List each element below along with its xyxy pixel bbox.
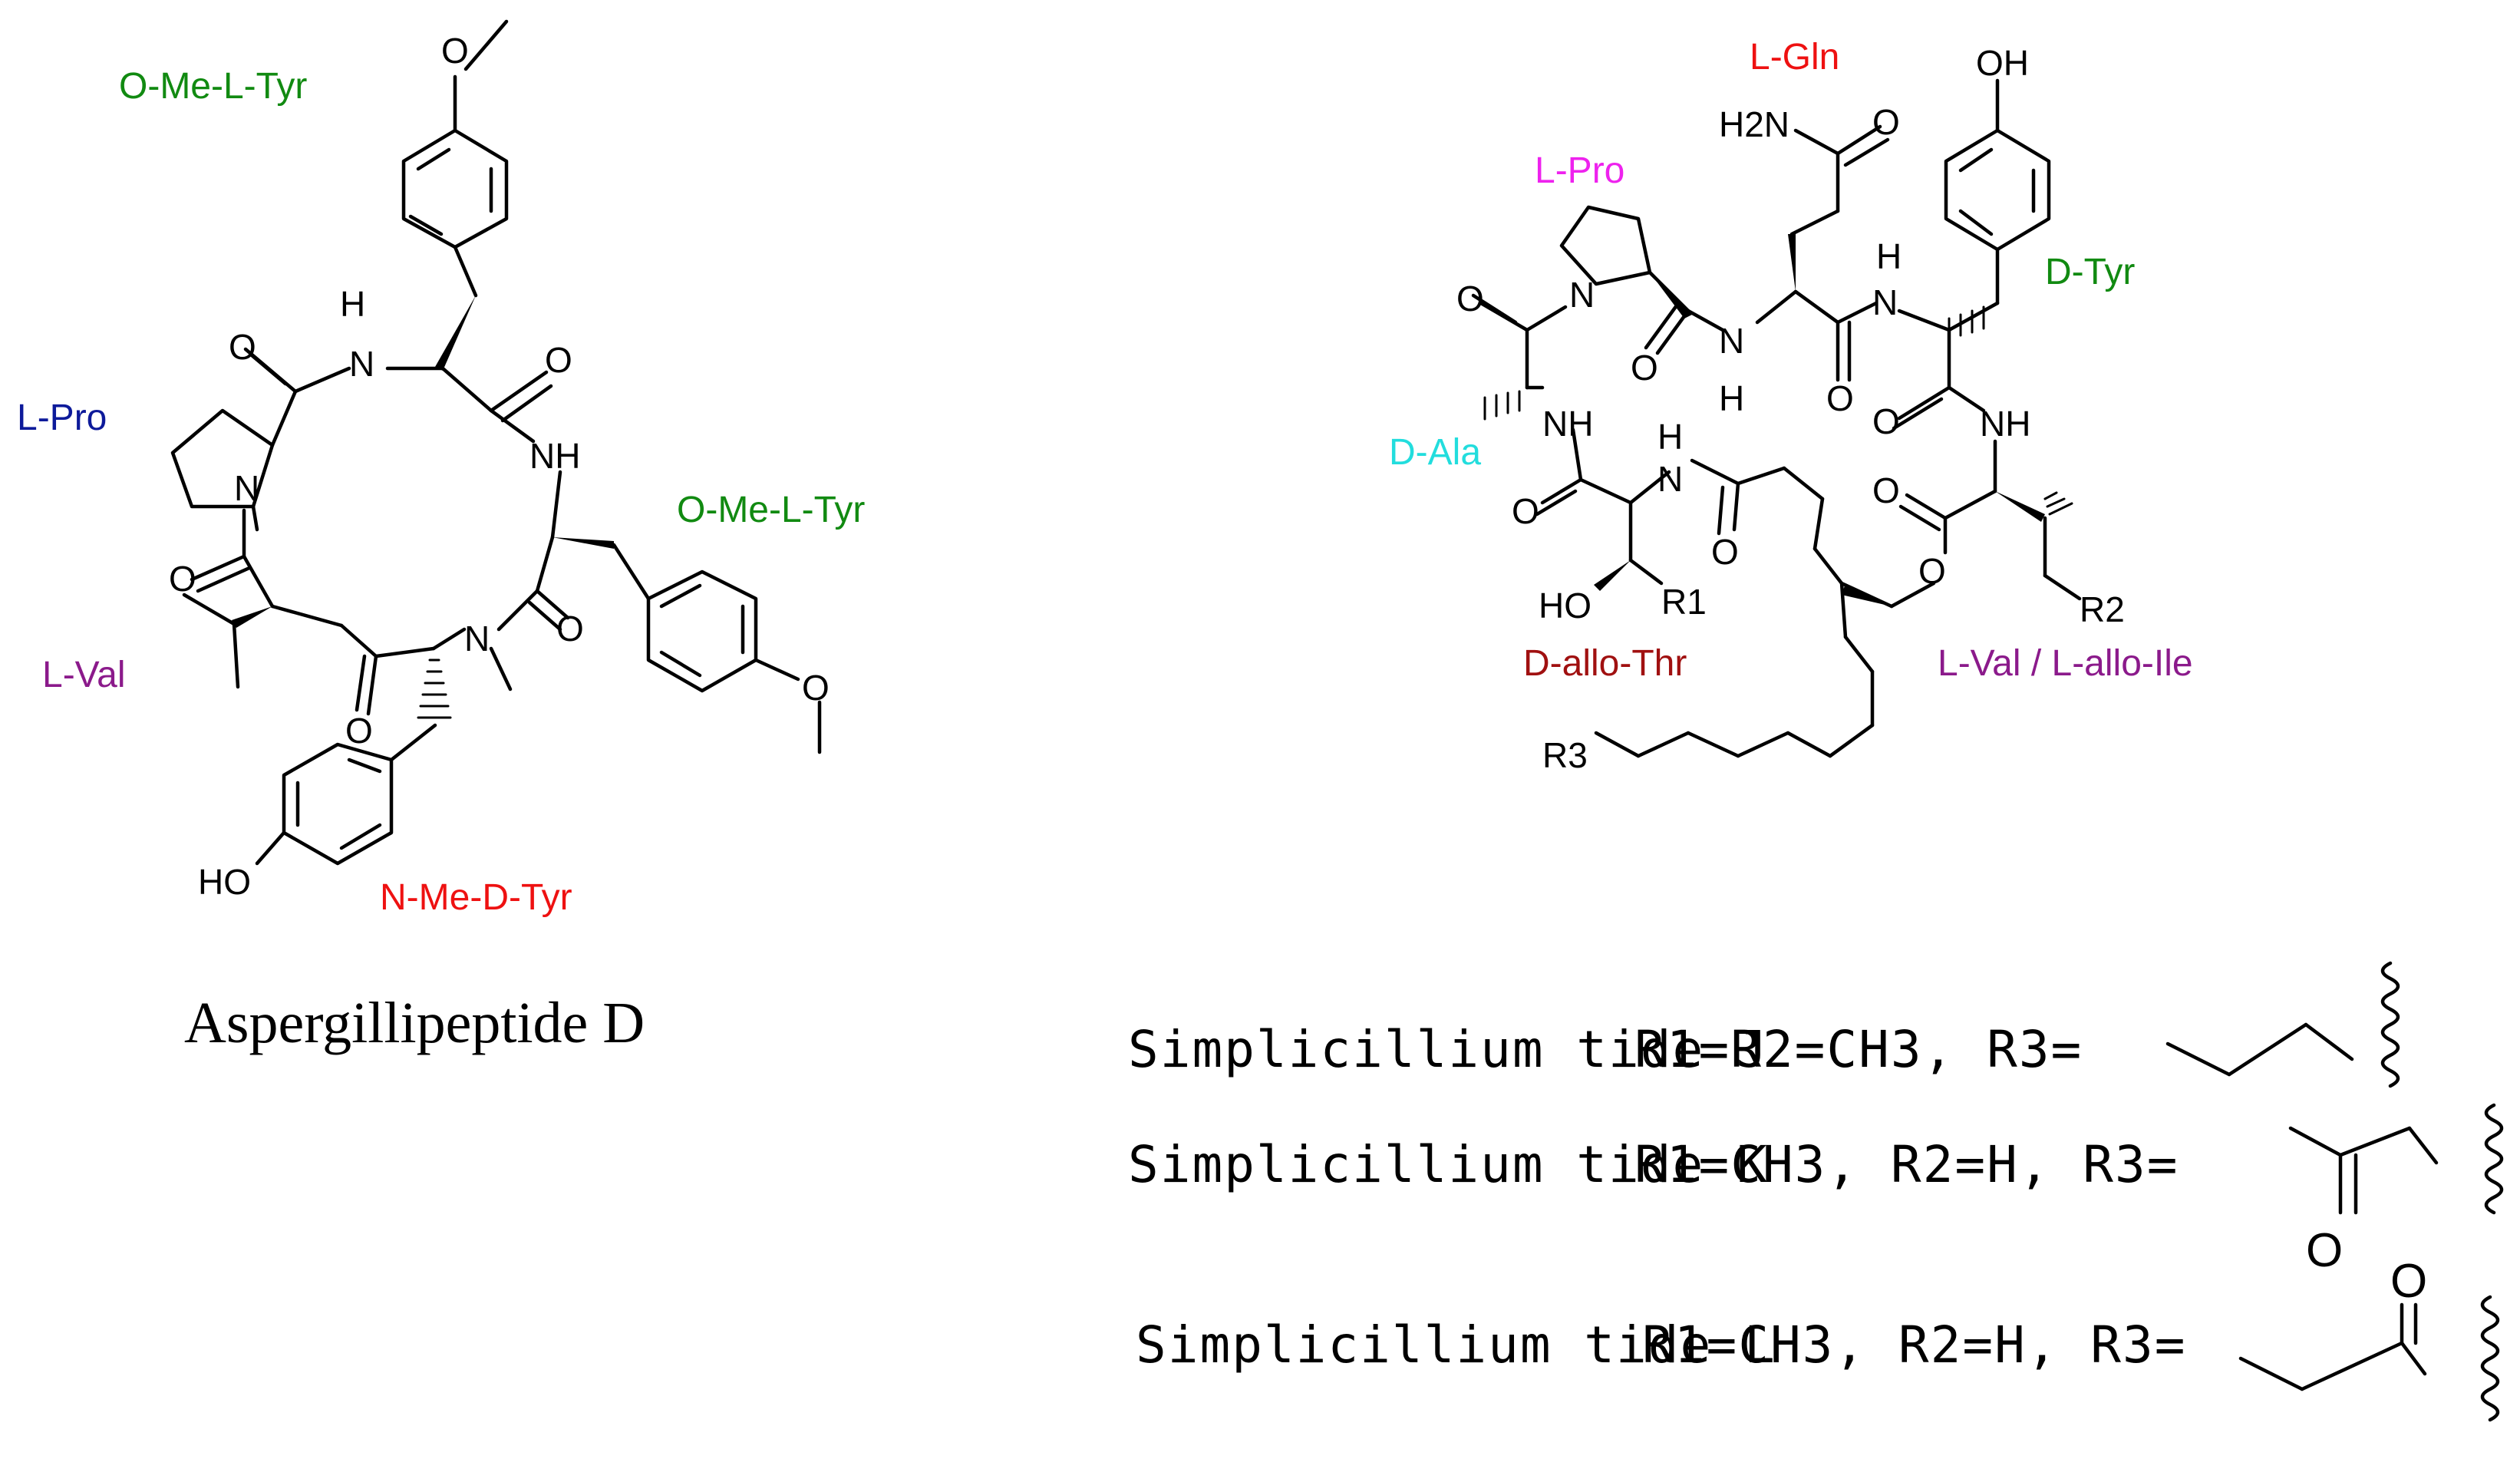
atom-o: O <box>1711 532 1739 572</box>
aspergillipeptide-d-residue-labels: O-Me-L-Tyr L-Pro O-Me-L-Tyr L-Val N-Me-D… <box>17 66 865 918</box>
residue-label-o-me-l-tyr-right: O-Me-L-Tyr <box>677 490 865 530</box>
atom-o: O <box>1872 102 1900 142</box>
compound-name: Simplicillium tide L <box>1136 1315 1776 1375</box>
aspergillipeptide-d-bonds <box>170 19 822 866</box>
simplicilliumtide-bonds <box>1471 78 2082 758</box>
atom-o: O <box>229 327 256 367</box>
compound-name-aspergillipeptide-d: Aspergillipeptide D <box>184 991 645 1055</box>
r3-substituent-j <box>2165 961 2400 1088</box>
residue-label-n-me-d-tyr: N-Me-D-Tyr <box>380 877 572 918</box>
atom-h: H <box>340 284 365 324</box>
atom-n: N <box>464 619 490 658</box>
residue-label-l-val: L-Val <box>42 655 126 695</box>
atom-h: H <box>1657 417 1683 457</box>
atom-n: N <box>349 344 374 384</box>
substituent-definition: R1=CH3, R2=H, R3= <box>1642 1315 2187 1375</box>
definition-simplicilliumtide-j: Simplicillium tide J R1=R2=CH3, R3= <box>1128 1020 2083 1079</box>
atom-n: N <box>1872 282 1898 322</box>
atom-o: O <box>1512 491 1539 531</box>
residue-label-o-me-l-tyr-top: O-Me-L-Tyr <box>119 66 307 107</box>
residue-label-l-pro: L-Pro <box>17 398 107 438</box>
atom-o: O <box>169 559 196 599</box>
substituent-definition: R1=CH3, R2=H, R3= <box>1634 1135 2179 1194</box>
atom-o: O <box>1872 401 1900 441</box>
definition-simplicilliumtide-k: Simplicillium tide K R1=CH3, R2=H, R3= <box>1128 1135 2179 1194</box>
compound-name: Simplicillium tide K <box>1128 1135 1769 1194</box>
atom-o: O <box>345 711 373 751</box>
atom-ho: HO <box>198 862 251 902</box>
atom-o: O <box>1872 470 1900 510</box>
atom-o: O <box>1456 279 1484 319</box>
atom-o: O <box>441 31 469 71</box>
residue-label-l-gln: L-Gln <box>1750 37 1839 78</box>
atom-n: N <box>234 468 259 508</box>
atom-o: O <box>1918 551 1946 591</box>
r3-substituent-k <box>2288 1103 2504 1215</box>
atom-o: O <box>1826 378 1854 418</box>
residue-label-d-ala: D-Ala <box>1389 432 1481 473</box>
atom-n: N <box>1657 459 1683 499</box>
substituent-definition: R1=R2=CH3, R3= <box>1634 1020 2083 1079</box>
aspergillipeptide-d-atoms: O H N O O NH N O N O O O HO <box>169 31 830 902</box>
atom-o: O <box>2390 1255 2427 1308</box>
atom-o: O <box>2306 1224 2343 1277</box>
atom-o: O <box>545 340 572 380</box>
residue-label-l-pro: L-Pro <box>1535 150 1624 191</box>
definition-simplicilliumtide-l: Simplicillium tide L R1=CH3, R2=H, R3= <box>1136 1315 2187 1375</box>
atom-o: O <box>802 668 830 708</box>
atom-h: H <box>1876 236 1902 276</box>
residue-label-d-allo-thr: D-allo-Thr <box>1523 643 1687 684</box>
residue-label-d-tyr: D-Tyr <box>2045 252 2135 292</box>
atom-nh: NH <box>1542 404 1593 444</box>
atom-h2n: H2N <box>1719 104 1789 144</box>
atom-n: N <box>1719 321 1744 361</box>
simplicilliumtide-residue-labels: L-Gln L-Pro D-Tyr D-Ala D-allo-Thr L-Val… <box>1389 37 2193 684</box>
atom-nh: NH <box>1980 404 2030 444</box>
atom-n: N <box>1569 275 1595 315</box>
residue-label-l-val-l-allo-ile: L-Val / L-allo-Ile <box>1938 643 2193 684</box>
simplicilliumtide-atoms: OH H2N O O N H N N H O O O NH NH H N O O… <box>1456 43 2125 775</box>
atom-oh: OH <box>1976 43 2029 83</box>
atom-o: O <box>556 609 584 649</box>
atom-nh: NH <box>529 436 580 476</box>
atom-o: O <box>1631 348 1658 388</box>
r3-substituent-l <box>2238 1295 2500 1422</box>
compound-definitions: Simplicillium tide J R1=R2=CH3, R3= Simp… <box>1128 1020 2427 1375</box>
atom-r2: R2 <box>2080 589 2125 629</box>
atom-h: H <box>1719 378 1744 418</box>
atom-r3: R3 <box>1542 735 1588 775</box>
atom-r1: R1 <box>1661 582 1707 622</box>
atom-ho: HO <box>1539 586 1591 625</box>
compound-name: Simplicillium tide J <box>1128 1020 1769 1079</box>
